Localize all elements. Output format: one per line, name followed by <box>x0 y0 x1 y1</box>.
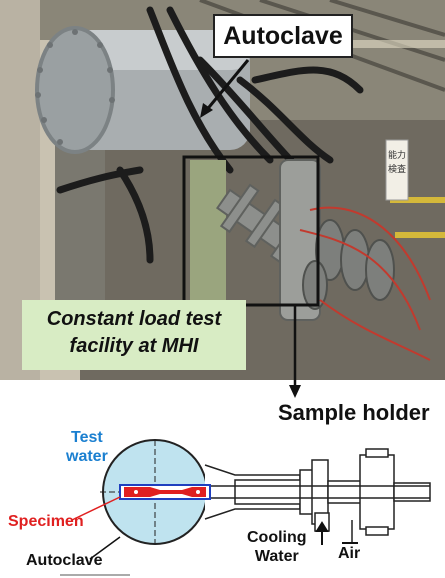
facility-photo: 能力 検査 <box>0 0 445 380</box>
facility-caption-box: Constant load test facility at MHI <box>22 300 246 370</box>
svg-text:能力: 能力 <box>388 149 406 161</box>
svg-text:検査: 検査 <box>388 163 406 175</box>
autoclave-diagram-label: Autoclave <box>26 552 103 569</box>
test-water-line2: water <box>66 448 108 465</box>
facility-caption-line1: Constant load test <box>46 308 222 330</box>
cooling-water-label: Cooling Water <box>247 528 307 566</box>
autoclave-arrow <box>203 59 250 113</box>
test-water-line1: Test <box>71 429 103 446</box>
sample-holder-arrow <box>289 305 301 398</box>
cooling-water-line1: Cooling <box>247 529 307 546</box>
test-water-label: Test water <box>66 428 108 466</box>
autoclave-label: Autoclave <box>223 21 343 50</box>
air-label: Air <box>338 545 361 562</box>
cooling-water-line2: Water <box>254 548 299 565</box>
sample-holder-highlight-box <box>182 155 320 307</box>
sample-holder-diagram <box>60 439 431 576</box>
specimen-shape <box>124 487 206 497</box>
sign-board <box>385 139 409 201</box>
facility-caption-line2: facility at MHI <box>69 335 199 357</box>
sample-holder-label: Sample holder <box>278 400 430 425</box>
specimen-label: Specimen <box>8 513 84 530</box>
autoclave-label-box: Autoclave <box>213 14 353 58</box>
